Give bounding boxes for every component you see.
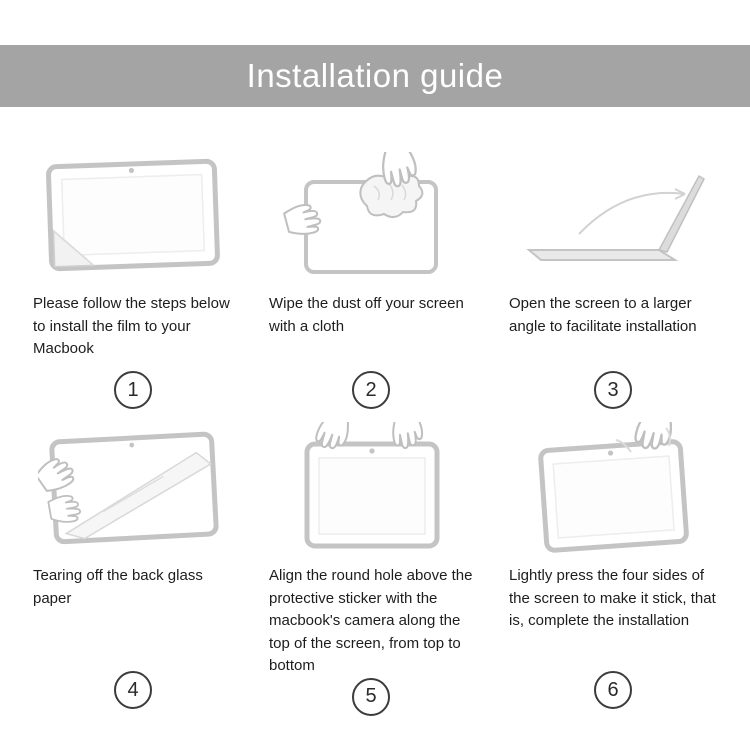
step-number: 5 bbox=[352, 677, 390, 716]
steps-grid: Please follow the steps below to install… bbox=[0, 147, 750, 719]
film-corner-peel-illustration bbox=[15, 147, 251, 285]
step-card-4: Tearing off the back glass paper 4 bbox=[15, 419, 251, 719]
step-number-badge: 1 bbox=[15, 371, 251, 419]
press-four-sides-illustration bbox=[491, 419, 735, 557]
step-card-5: Align the round hole above the protectiv… bbox=[251, 419, 491, 719]
step-card-2: Wipe the dust off your screen with a clo… bbox=[251, 147, 491, 419]
step-caption: Align the round hole above the protectiv… bbox=[269, 567, 473, 674]
step-number: 1 bbox=[114, 371, 152, 409]
step-number-badge: 6 bbox=[491, 671, 735, 719]
step-card-3: Open the screen to a larger angle to fac… bbox=[491, 147, 735, 419]
step-number-badge: 2 bbox=[251, 371, 491, 419]
step-card-1: Please follow the steps below to install… bbox=[15, 147, 251, 419]
step-caption: Open the screen to a larger angle to fac… bbox=[509, 295, 697, 335]
open-laptop-angle-illustration bbox=[491, 147, 735, 285]
step-number: 6 bbox=[594, 671, 632, 709]
step-number: 3 bbox=[594, 371, 632, 409]
step-number-badge: 5 bbox=[251, 677, 491, 726]
step-caption: Wipe the dust off your screen with a clo… bbox=[269, 295, 464, 335]
step-caption: Please follow the steps below to install… bbox=[33, 295, 230, 357]
step-number: 2 bbox=[352, 371, 390, 409]
step-number-badge: 4 bbox=[15, 671, 251, 719]
wipe-cloth-illustration bbox=[251, 147, 491, 285]
page-title: Installation guide bbox=[246, 57, 504, 94]
step-number-badge: 3 bbox=[491, 371, 735, 419]
header-banner: Installation guide bbox=[0, 45, 750, 107]
step-caption: Tearing off the back glass paper bbox=[33, 567, 203, 607]
tear-back-paper-illustration bbox=[15, 419, 251, 557]
align-camera-hole-illustration bbox=[251, 419, 491, 557]
step-number: 4 bbox=[114, 671, 152, 709]
step-caption: Lightly press the four sides of the scre… bbox=[509, 567, 716, 629]
step-card-6: Lightly press the four sides of the scre… bbox=[491, 419, 735, 719]
